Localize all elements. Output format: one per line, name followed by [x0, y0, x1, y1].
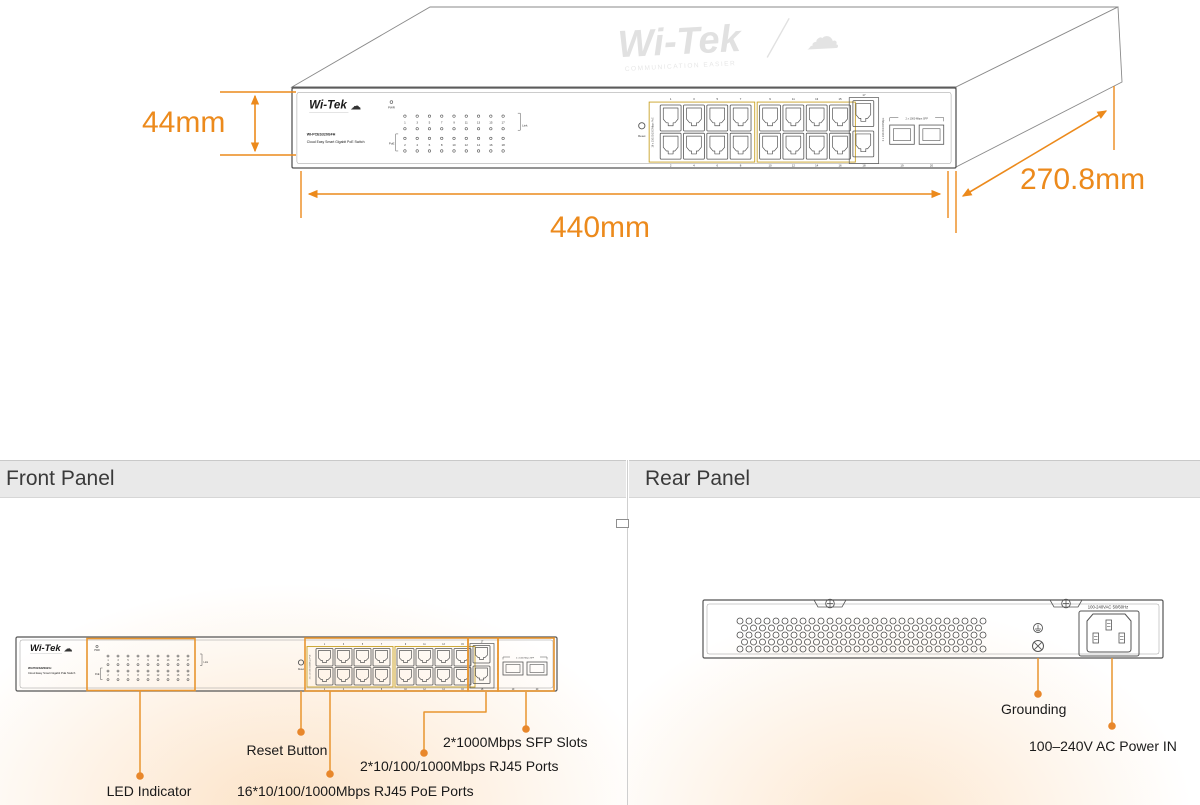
svg-text:7: 7 [441, 121, 443, 125]
svg-text:19: 19 [900, 164, 904, 168]
svg-text:4: 4 [693, 164, 695, 168]
callout-label-sfp-slots: 2*1000Mbps SFP Slots [443, 734, 588, 750]
svg-text:17: 17 [862, 93, 866, 97]
svg-text:2: 2 [670, 164, 672, 168]
callout-label-rj45-ports: 2*10/100/1000Mbps RJ45 Ports [360, 758, 559, 774]
svg-text:Reset: Reset [638, 134, 646, 138]
svg-text:18: 18 [862, 164, 866, 168]
svg-text:20: 20 [930, 164, 934, 168]
watermark-logo: Wi-Tek ☁ COMMUNICATION EASIER [617, 18, 840, 73]
svg-text:14: 14 [815, 164, 819, 168]
svg-text:12: 12 [792, 164, 796, 168]
svg-text:16 x 10/100/1000Mbps PoE: 16 x 10/100/1000Mbps PoE [651, 117, 654, 147]
svg-text:1: 1 [670, 97, 672, 101]
svg-text:6: 6 [429, 143, 431, 147]
svg-text:14: 14 [477, 143, 481, 147]
svg-text:9: 9 [769, 97, 771, 101]
svg-text:18: 18 [501, 143, 505, 147]
svg-text:3: 3 [693, 97, 695, 101]
svg-text:8: 8 [441, 143, 443, 147]
svg-text:10: 10 [452, 143, 456, 147]
svg-text:10: 10 [768, 164, 772, 168]
svg-text:8: 8 [740, 164, 742, 168]
svg-text:Wi-Tek: Wi-Tek [309, 99, 347, 112]
section-divider-line [627, 460, 628, 805]
svg-text:15: 15 [489, 121, 493, 125]
front-panel-heading-band [0, 460, 626, 498]
divider-handle[interactable] [616, 519, 629, 528]
svg-text:PWR: PWR [388, 106, 395, 110]
callout-label-reset-button: Reset Button [246, 742, 328, 758]
svg-text:WI-PCES320GFH: WI-PCES320GFH [307, 132, 336, 136]
dimension-height-label: 44mm [142, 106, 226, 139]
svg-text:Wi-Tek: Wi-Tek [617, 18, 744, 66]
svg-text:PoE: PoE [389, 141, 395, 145]
rear-panel-section-background [628, 498, 1200, 805]
svg-text:17: 17 [501, 121, 505, 125]
device-3d-drawing: Wi-Tek☁COMMUNICATION EASIER [290, 6, 1123, 169]
rear-panel-heading-band [629, 460, 1200, 498]
svg-text:Cloud Easy Smart Gigabit PoE S: Cloud Easy Smart Gigabit PoE Switch [307, 140, 365, 144]
svg-text:12: 12 [465, 143, 469, 147]
svg-text:COMMUNICATION EASIER: COMMUNICATION EASIER [625, 60, 737, 73]
dimension-width-label: 440mm [549, 211, 651, 244]
svg-text:16: 16 [838, 164, 842, 168]
svg-text:3: 3 [416, 121, 418, 125]
svg-text:15: 15 [838, 97, 842, 101]
svg-text:5: 5 [429, 121, 431, 125]
svg-text:13: 13 [815, 97, 819, 101]
dimension-depth-label: 270.8mm [1020, 163, 1146, 196]
device-3d-front-face: Wi-Tek☁ WI-PCES320GFH Cloud Easy Smart Gig… [291, 87, 957, 169]
callout-label-ac-power: 100–240V AC Power IN [1029, 738, 1177, 754]
svg-text:5: 5 [716, 97, 718, 101]
svg-text:Link: Link [522, 124, 528, 128]
callout-label-poe-ports: 16*10/100/1000Mbps RJ45 PoE Ports [237, 783, 474, 799]
front-panel-heading: Front Panel [6, 467, 115, 490]
rear-panel-heading: Rear Panel [645, 467, 751, 490]
svg-text:2 x 10/100/1000Mbps: 2 x 10/100/1000Mbps [882, 117, 885, 141]
svg-text:4: 4 [416, 143, 418, 147]
svg-text:2 x 1000 Mbps SFP: 2 x 1000 Mbps SFP [905, 117, 928, 121]
svg-text:1: 1 [404, 121, 406, 125]
svg-text:13: 13 [477, 121, 481, 125]
svg-text:11: 11 [465, 121, 468, 125]
svg-text:9: 9 [453, 121, 455, 125]
svg-text:11: 11 [792, 97, 795, 101]
svg-text:6: 6 [716, 164, 718, 168]
svg-text:☁: ☁ [350, 100, 361, 112]
svg-text:16: 16 [489, 143, 493, 147]
callout-label-led-indicator: LED Indicator [106, 783, 192, 799]
svg-text:☁: ☁ [804, 18, 840, 58]
callout-label-grounding: Grounding [1001, 701, 1067, 717]
svg-text:2: 2 [404, 143, 406, 147]
svg-text:7: 7 [740, 97, 742, 101]
